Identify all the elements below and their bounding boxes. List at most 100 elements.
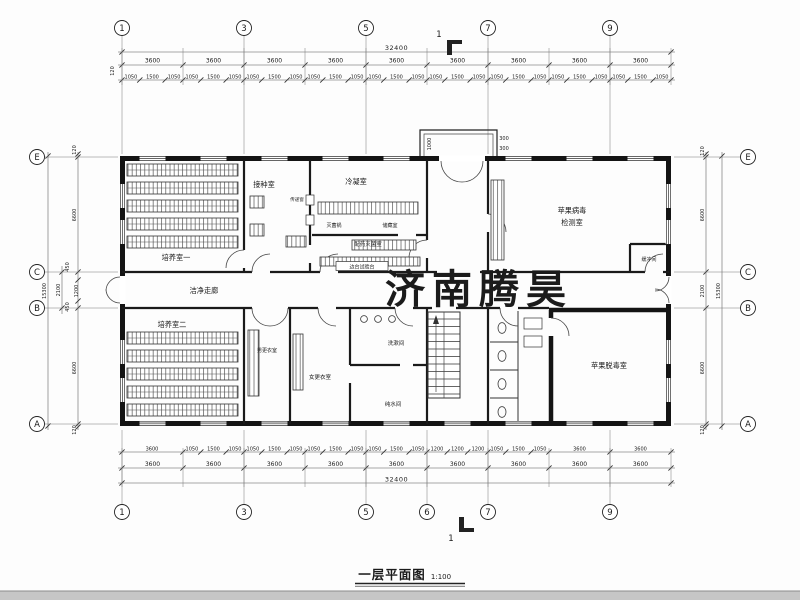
- dim-label: 1500: [329, 74, 342, 80]
- dim-label: 1050: [308, 446, 321, 452]
- grid-marker: 3: [236, 504, 252, 520]
- room-labels: 培养室一 培养室二 接种室 冷凝室 储藏室 灭菌锅 传递窗 配药灭菌室 边台试验…: [158, 177, 657, 408]
- grid-marker: 7: [480, 20, 496, 36]
- dim-label: 1500: [207, 74, 220, 80]
- room-label-dispensing: 配药灭菌室: [354, 240, 382, 248]
- grid-marker: 5: [358, 504, 374, 520]
- grid-marker-label: B: [34, 304, 40, 314]
- bottom-dimensions: 3600 1050 1500 1050 1050 1500 1050 1050 …: [145, 446, 648, 483]
- dim-label: 120: [700, 146, 706, 156]
- dim-label: 1050: [491, 74, 504, 80]
- dim-label: 1050: [369, 446, 382, 452]
- grid-marker: 7: [480, 504, 496, 520]
- dim-label: 1200: [431, 446, 444, 452]
- grid-marker-label: 3: [241, 508, 246, 518]
- dim-label: 3600: [145, 461, 160, 468]
- wall-openings: [119, 155, 672, 304]
- dim-label: 2100: [56, 284, 62, 297]
- dim-label: 3600: [267, 58, 282, 65]
- dim-label: 120: [700, 425, 706, 435]
- room-label-cultivation1: 培养室一: [162, 253, 191, 262]
- dim-label: 1200: [472, 446, 485, 452]
- section-flag-label: 1: [436, 30, 441, 40]
- grid-marker-label: 9: [607, 24, 612, 34]
- dim-label: 3600: [267, 461, 282, 468]
- grid-marker-label: 7: [485, 508, 490, 518]
- room-label-cultivation2: 培养室二: [158, 320, 187, 329]
- grid-marker-label: 1: [119, 508, 124, 518]
- left-dimensions: 120 6600 450 1200 450 6600 120 2100 1530…: [42, 145, 80, 435]
- dim-label: 3600: [633, 58, 648, 65]
- grid-marker-label: 6: [424, 508, 429, 518]
- grid-marker-label: C: [34, 268, 40, 278]
- dim-label: 3600: [328, 58, 343, 65]
- dim-label: 1500: [268, 446, 281, 452]
- dim-label: 3600: [206, 461, 221, 468]
- dim-label: 3600: [389, 58, 404, 65]
- dim-label: 1050: [369, 74, 382, 80]
- dim-label: 1050: [186, 446, 199, 452]
- grid-marker: 3: [236, 20, 252, 36]
- grid-marker: E: [29, 149, 45, 165]
- dim-label: 1050: [168, 74, 181, 80]
- windows: [119, 155, 672, 427]
- dim-label: 1050: [125, 74, 138, 80]
- dim-label: 3600: [328, 461, 343, 468]
- dim-label: 3600: [511, 461, 526, 468]
- section-flag-label: 1: [448, 534, 453, 544]
- room-label-buffer: 缓冲间: [641, 256, 656, 263]
- dim-label: 1050: [229, 74, 242, 80]
- grid-marker: B: [29, 300, 45, 316]
- dim-label: 1050: [290, 74, 303, 80]
- dim-label: 300: [499, 146, 509, 152]
- room-label-sterilizer: 灭菌锅: [326, 222, 341, 229]
- interior-walls: [122, 129, 669, 424]
- room-label-pass-window: 传递窗: [290, 196, 304, 203]
- dim-label: 450: [65, 262, 71, 272]
- dim-label: 1500: [512, 74, 525, 80]
- room-label-washroom: 洗漱间: [388, 339, 405, 347]
- dim-label: 15300: [716, 283, 722, 299]
- dim-label: 32400: [385, 44, 408, 52]
- grid-marker: 1: [114, 504, 130, 520]
- dim-label: 120: [72, 425, 78, 435]
- room-label-virus-free: 苹果脱毒室: [591, 361, 627, 370]
- dim-label: 1050: [412, 446, 425, 452]
- dim-label: 1500: [268, 74, 281, 80]
- dim-label: 6600: [700, 362, 706, 375]
- dim-label: 1000: [427, 138, 433, 151]
- section-flags: 1 1: [436, 30, 474, 544]
- dim-label: 1050: [351, 446, 364, 452]
- dim-label: 120: [72, 145, 78, 155]
- grid-marker: 5: [358, 20, 374, 36]
- grid-marker-label: E: [34, 153, 39, 163]
- room-label-pure-water: 纯水间: [385, 400, 402, 408]
- grid-marker: 6: [419, 504, 435, 520]
- furniture: [126, 163, 543, 418]
- dim-label: 32400: [385, 476, 408, 484]
- grid-marker: E: [740, 149, 756, 165]
- dim-label: 1500: [146, 74, 159, 80]
- dim-label: 1050: [290, 446, 303, 452]
- dim-label: 1500: [390, 74, 403, 80]
- dim-label: 1050: [308, 74, 321, 80]
- dim-label: 1050: [229, 446, 242, 452]
- grid-marker-label: A: [745, 420, 751, 430]
- dim-label: 3600: [573, 446, 586, 452]
- dim-label: 1050: [534, 74, 547, 80]
- dim-label: 1050: [412, 74, 425, 80]
- room-label-virus-detection-1: 苹果病毒: [558, 206, 587, 215]
- dim-label: 450: [65, 302, 71, 312]
- drawing-title: 一层平面图: [358, 567, 426, 582]
- dim-label: 1500: [451, 74, 464, 80]
- grid-marker-label: A: [34, 420, 40, 430]
- red-watermark: 济南腾昊: [385, 267, 573, 313]
- dim-label: 1050: [656, 74, 669, 80]
- top-dimensions: 32400 3600 3600 3600 3600 3600 3600 3600…: [110, 44, 668, 152]
- dim-label: 1500: [512, 446, 525, 452]
- grid-marker-label: C: [745, 268, 751, 278]
- room-label-storage: 储藏室: [382, 222, 397, 229]
- dim-label: 3600: [389, 461, 404, 468]
- dim-label: 1050: [491, 446, 504, 452]
- grid-marker-label: 3: [241, 24, 246, 34]
